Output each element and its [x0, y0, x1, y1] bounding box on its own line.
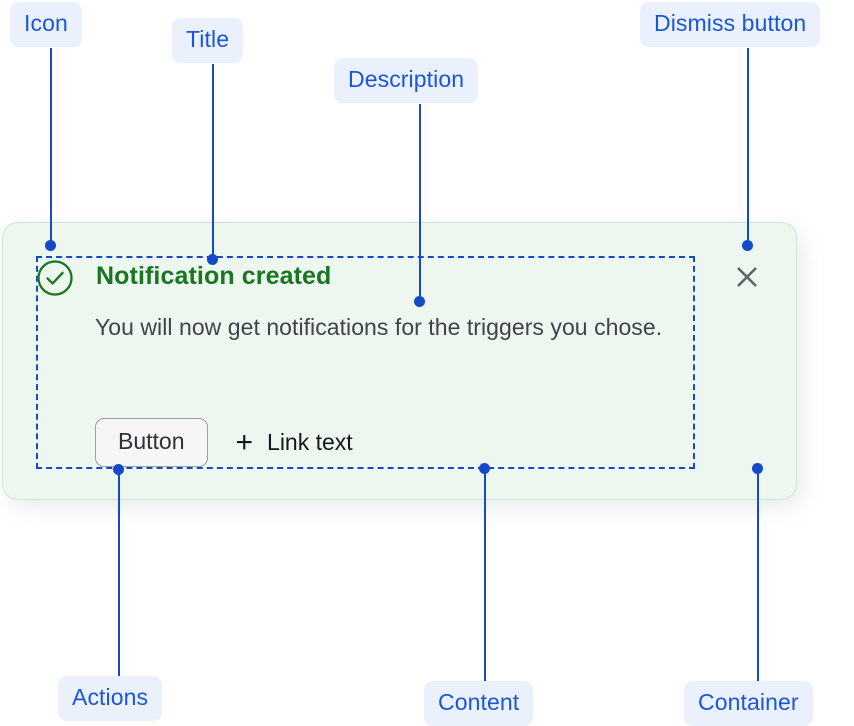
annotation-dot-dismiss [742, 240, 753, 251]
annotation-dot-desc [414, 296, 425, 307]
annotation-leader-container [757, 473, 759, 681]
secondary-action-link[interactable]: + Link text [235, 425, 353, 459]
annotation-leader-content [484, 473, 486, 681]
annotation-label-title: Title [172, 18, 244, 63]
secondary-action-link-label: Link text [267, 429, 353, 455]
annotation-label-content: Content [424, 681, 534, 726]
annotation-leader-desc [419, 104, 421, 296]
annotation-leader-title [212, 64, 214, 258]
primary-action-button[interactable]: Button [95, 418, 208, 467]
notification-content-region [36, 256, 695, 469]
annotation-leader-actions [118, 470, 120, 676]
annotation-dot-content [479, 463, 490, 474]
close-icon [737, 267, 757, 287]
annotation-leader-icon [50, 48, 52, 244]
annotation-dot-title [207, 254, 218, 265]
dismiss-button[interactable] [731, 261, 763, 293]
annotation-dot-icon [45, 240, 56, 251]
annotation-dot-container [752, 463, 763, 474]
check-circle-icon [36, 259, 74, 297]
annotation-label-actions: Actions [58, 676, 163, 721]
annotation-dot-actions [113, 464, 124, 475]
annotation-leader-dismiss [747, 48, 749, 240]
notification-actions: Button + Link text [95, 418, 353, 467]
plus-icon: + [235, 425, 254, 459]
annotation-label-container: Container [684, 681, 813, 726]
annotation-label-desc: Description [334, 58, 479, 103]
annotation-label-dismiss: Dismiss button [640, 2, 821, 47]
annotation-label-icon: Icon [10, 2, 82, 47]
notification-description: You will now get notifications for the t… [95, 314, 663, 340]
notification-title: Notification created [96, 262, 332, 290]
